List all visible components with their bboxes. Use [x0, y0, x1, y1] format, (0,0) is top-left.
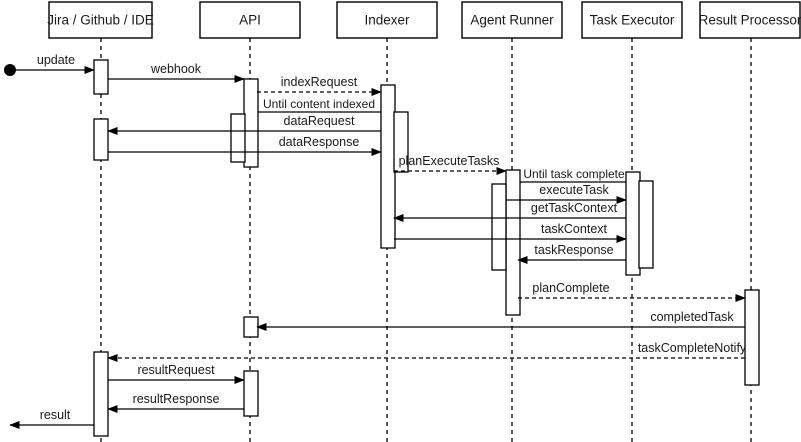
message-label-dataRequest: dataRequest — [284, 114, 355, 128]
activation-bar-indexer-nested-1 — [393, 111, 409, 173]
messages-layer: update webhook indexRequest dataRequest data… — [9, 53, 747, 430]
message-label-planExecuteTasks: planExecuteTasks — [399, 154, 500, 168]
participant-label-agent: Agent Runner — [470, 13, 554, 28]
activation-bar-client-activation-2 — [93, 118, 109, 161]
message-label-resultResponse: resultResponse — [133, 392, 220, 406]
activation-bar-executor-activation-1 — [625, 171, 641, 276]
activation-bar-executor-nested-1 — [638, 180, 654, 269]
participant-box-api[interactable] — [199, 1, 301, 39]
message-label-completedTask: completedTask — [650, 310, 734, 324]
message-label-update: update — [37, 53, 75, 67]
participant-box-result[interactable] — [699, 1, 801, 39]
activation-bar-client-activation-3 — [93, 351, 109, 437]
activation-bar-api-activation-2 — [243, 316, 259, 338]
activation-bar-agent-activation-1 — [505, 169, 521, 316]
message-label-getTaskContext: getTaskContext — [531, 201, 618, 215]
activation-bar-api-nested-1 — [230, 113, 246, 163]
activation-bars-layer — [93, 59, 760, 437]
message-label-taskContext: taskContext — [541, 222, 608, 236]
participant-label-client: Jira / Github / IDE — [47, 13, 154, 28]
message-label-dataResponse: dataResponse — [279, 135, 360, 149]
message-label-result: result — [40, 408, 71, 422]
start-marker-layer — [4, 64, 16, 76]
participant-headers-layer: Jira / Github / IDE API Indexer Agent Runne… — [47, 1, 801, 39]
activation-bar-agent-nested-1 — [491, 183, 507, 271]
message-label-planComplete: planComplete — [532, 281, 609, 295]
participant-box-agent[interactable] — [461, 1, 563, 39]
activation-bar-indexer-activation-1 — [380, 84, 396, 249]
participant-label-indexer: Indexer — [364, 13, 410, 28]
activation-bar-client-activation-1 — [93, 59, 109, 95]
message-label-indexRequest: indexRequest — [281, 75, 358, 89]
start-marker-dot — [4, 64, 16, 76]
participant-box-indexer[interactable] — [336, 1, 438, 39]
message-label-executeTask: executeTask — [539, 183, 609, 197]
loop-label-until-task-complete: Until task complete — [523, 167, 625, 181]
loop-label-until-content-indexed: Until content indexed — [263, 97, 375, 111]
message-label-resultRequest: resultRequest — [137, 363, 215, 377]
participant-box-executor[interactable] — [581, 1, 683, 39]
activation-bar-result-activation-1 — [744, 289, 760, 386]
activation-bar-api-activation-1 — [243, 78, 259, 168]
message-label-taskCompleteNotify: taskCompleteNotify — [638, 341, 747, 355]
message-label-webhook: webhook — [150, 62, 202, 76]
participant-label-result: Result Processor — [699, 13, 801, 28]
participant-label-api: API — [239, 13, 261, 28]
participant-label-executor: Task Executor — [590, 13, 675, 28]
message-label-taskResponse: taskResponse — [534, 243, 613, 257]
participant-box-client[interactable] — [48, 1, 153, 39]
activation-bar-api-activation-3 — [243, 370, 259, 417]
